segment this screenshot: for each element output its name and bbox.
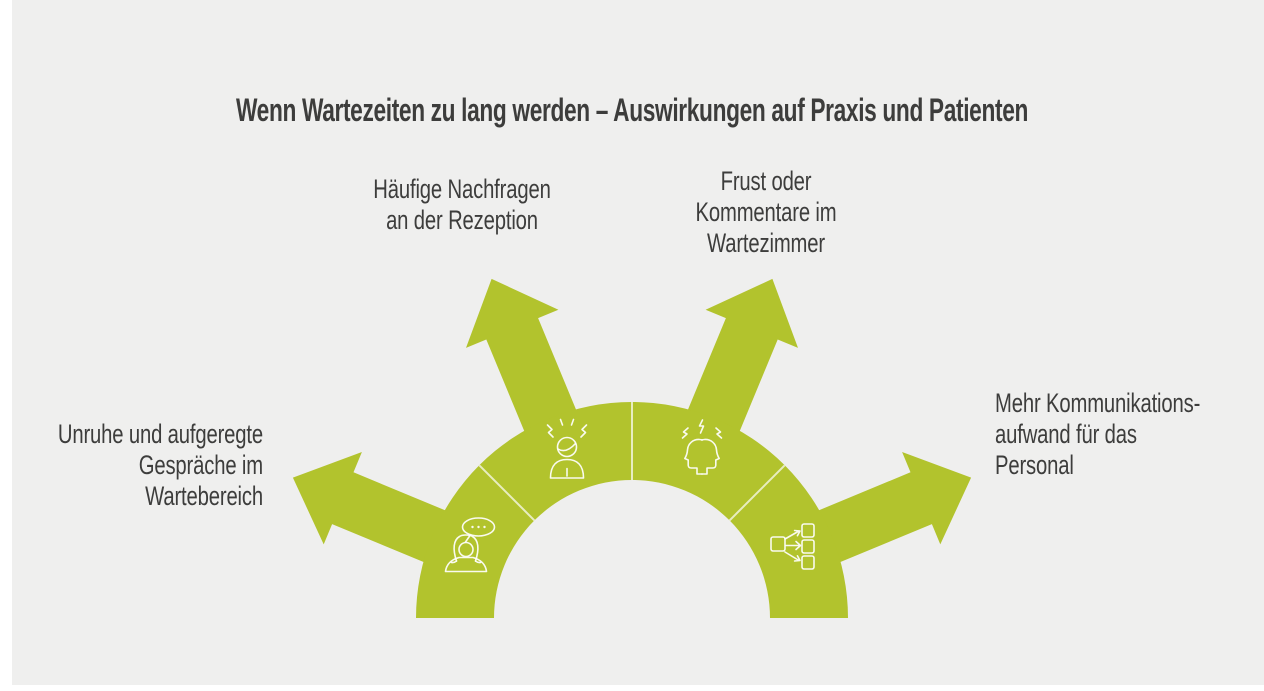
segment-divider [478, 464, 536, 522]
person-speech-bubble-icon [444, 517, 496, 573]
infographic-canvas [12, 0, 1264, 685]
distribution-icon [770, 523, 815, 570]
arc-ring [416, 402, 848, 618]
segment-dividers [478, 402, 786, 522]
arrow-waiting-room [680, 278, 798, 449]
arrow-group [292, 278, 972, 570]
stressed-person-icon [546, 418, 588, 479]
spoke-label-waiting-area: Unruhe und aufgeregte Gespräche im Warte… [57, 419, 263, 511]
spoke-label-staff: Mehr Kommunikations- aufwand für das Per… [995, 388, 1201, 480]
arrow-reception [466, 278, 584, 449]
spoke-label-waiting-room: Frust oder Kommentare im Wartezimmer [695, 166, 837, 258]
arrow-staff [801, 452, 972, 570]
arrow-waiting-area [292, 452, 463, 570]
segment-divider [728, 464, 786, 522]
spoke-label-reception: Häufige Nachfragen an der Rezeption [373, 174, 551, 235]
page-title: Wenn Wartezeiten zu lang werden – Auswir… [235, 92, 1029, 129]
conflict-heads-icon [681, 419, 723, 475]
